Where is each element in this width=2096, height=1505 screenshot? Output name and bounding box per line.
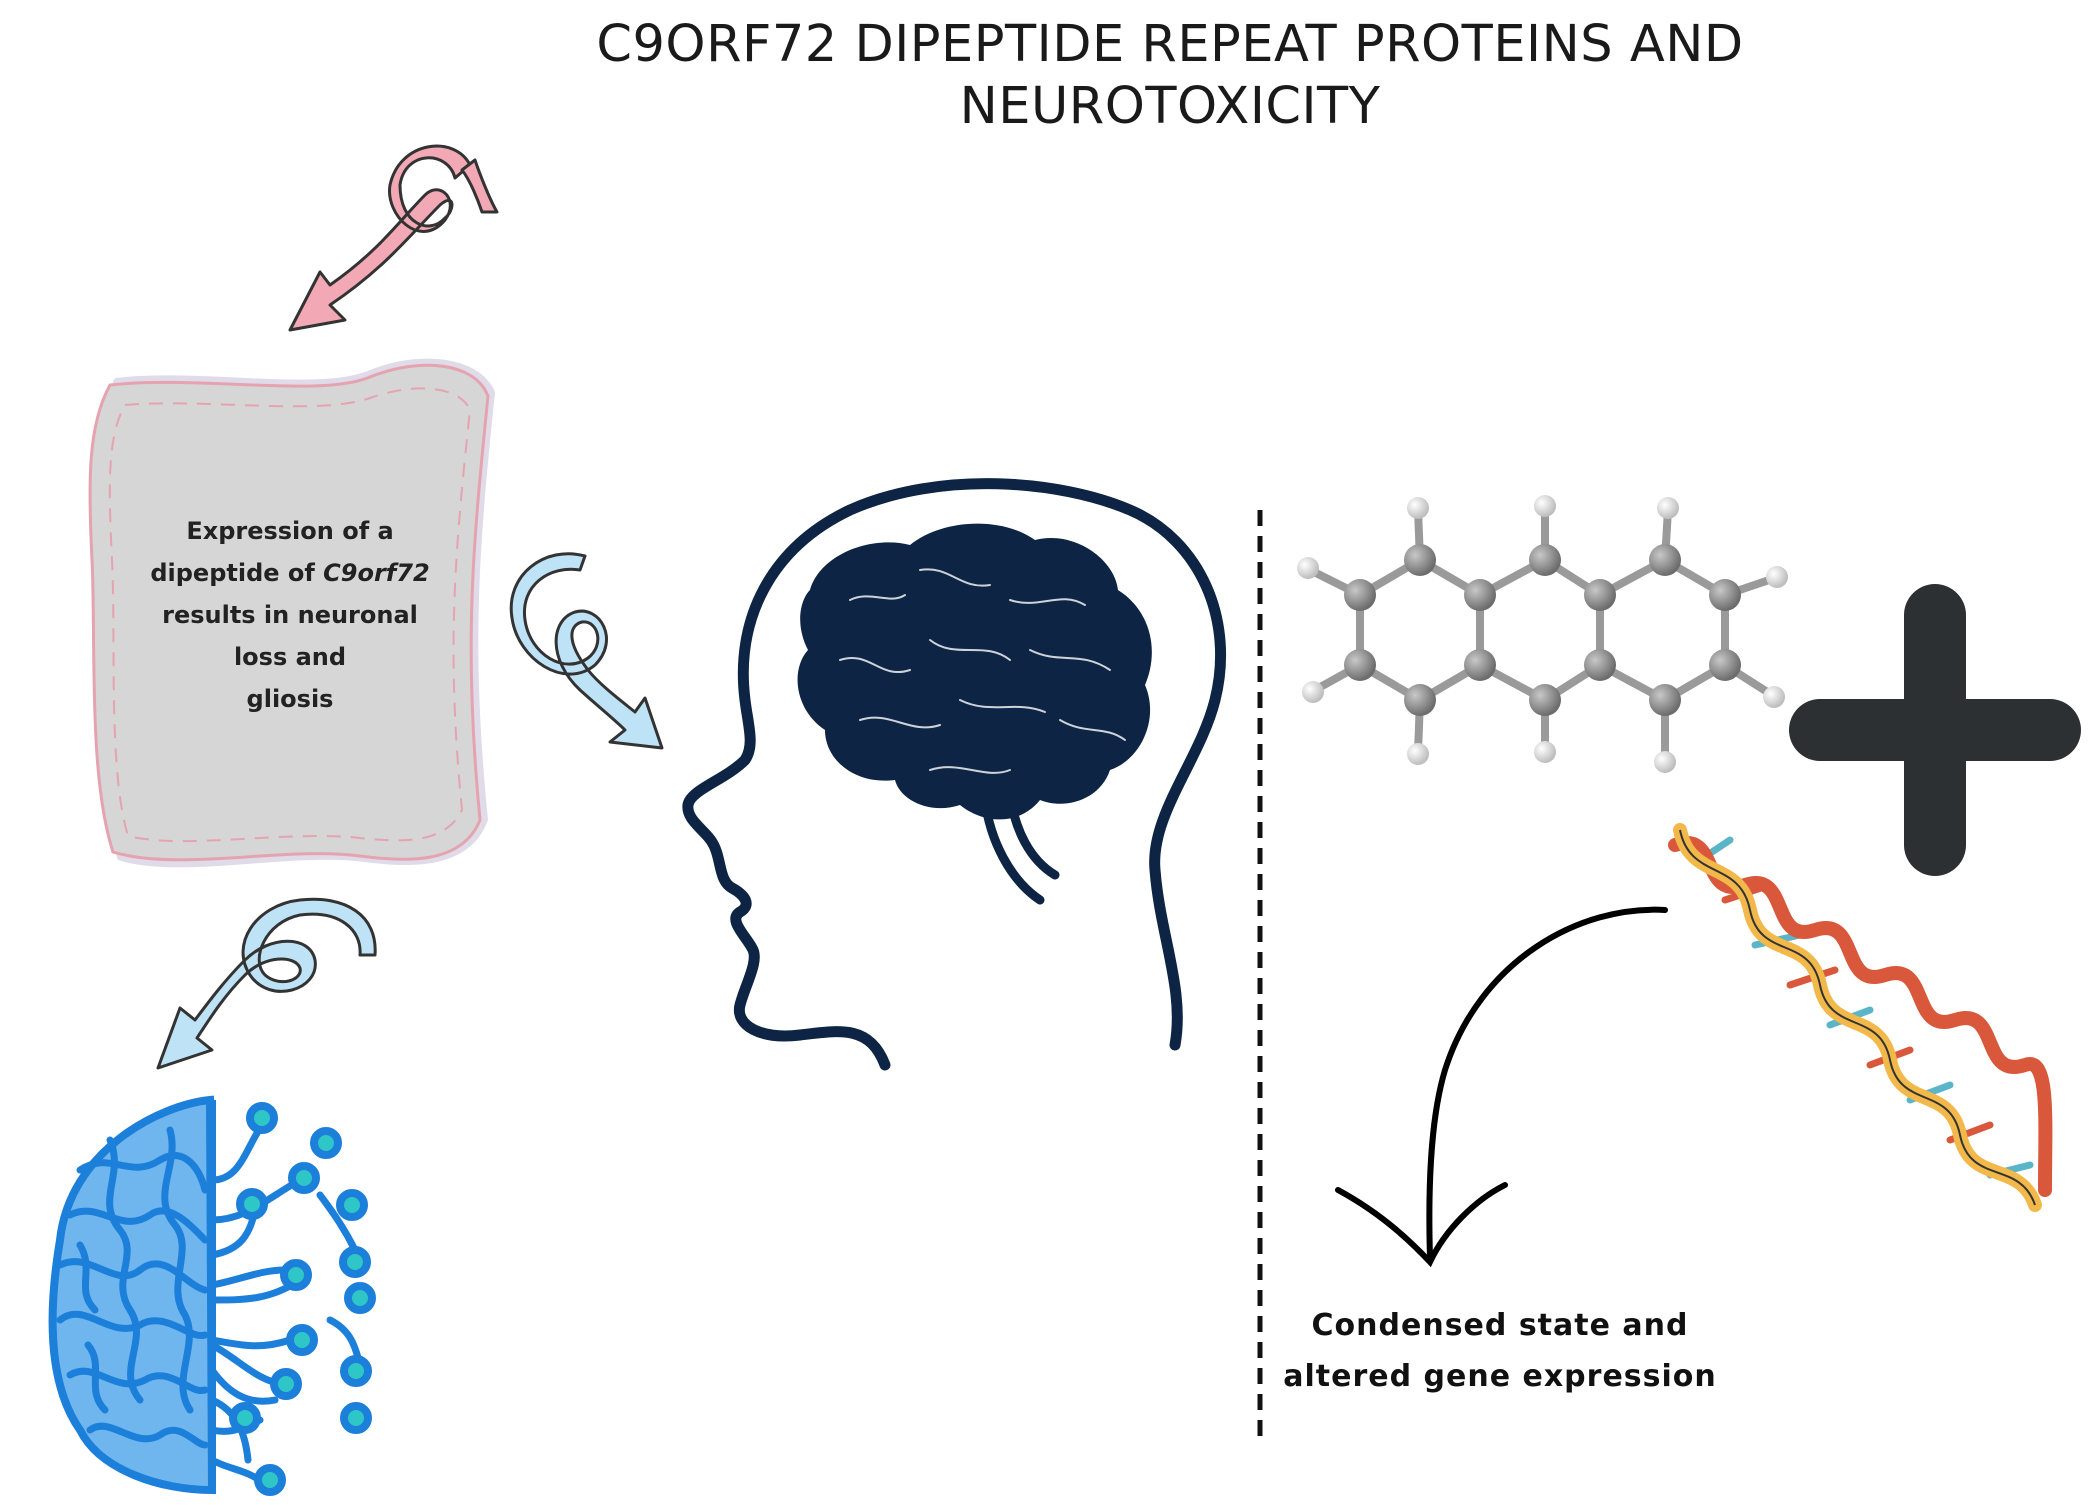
box-line-5: gliosis [246,685,334,713]
circuit-brain-icon [48,1095,376,1496]
result-caption: Condensed state and altered gene express… [1260,1300,1740,1402]
caption-line-1: Condensed state and [1311,1308,1689,1343]
box-line-2: dipeptide of C9orf72 [130,552,450,594]
blue-curly-arrow-icon [509,552,664,750]
expression-box-text: Expression of a dipeptide of C9orf72 res… [130,510,450,720]
expression-box [88,358,495,868]
plus-icon [1789,584,2081,876]
box-line-3: results in neuronal [162,601,418,629]
blue-curly-arrow-icon-2 [156,897,377,1070]
human-head-brain-icon [682,478,1227,1071]
box-line-2-prefix: dipeptide of [150,559,324,587]
box-line-1: Expression of a [186,517,394,545]
title-line-2: NEUROTOXICITY [959,77,1381,136]
pink-curly-arrow-icon [288,144,499,332]
diagram-title: C9ORF72 DIPEPTIDE REPEAT PROTEINS AND NE… [540,14,1800,138]
curved-arrow-icon [1335,906,1668,1268]
box-line-4: loss and [233,643,347,671]
title-line-1: C9ORF72 DIPEPTIDE REPEAT PROTEINS AND [596,15,1744,74]
box-line-2-gene: C9orf72 [323,559,430,587]
caption-line-2: altered gene expression [1283,1359,1717,1394]
molecule-icon [1297,495,1788,773]
dna-helix-icon [1668,823,2053,1212]
